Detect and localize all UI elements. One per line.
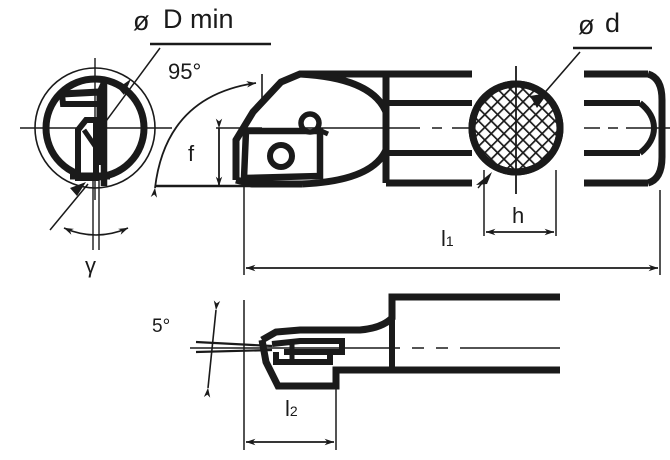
gamma-angle-label: γ (85, 253, 96, 278)
clamp-screw-circle (298, 111, 322, 135)
insert-tip-line (81, 128, 98, 148)
h-dimension-label: h (512, 203, 525, 228)
l2-letter: l (285, 396, 290, 421)
dmin-leader-line (97, 47, 161, 133)
angle-95-label: 95° (168, 59, 202, 84)
angle-5-label: 5° (152, 316, 171, 337)
gamma-angle-arc (63, 227, 129, 236)
clamp-screw-stem (317, 127, 330, 137)
front-end-view-group (20, 42, 271, 250)
insert-body-shape (75, 117, 99, 181)
l2-dimension-label: l2 (285, 398, 298, 420)
angle-5-dimension-line (203, 300, 221, 398)
topview-insert-lower-edge (273, 352, 333, 365)
gamma-leader-arrow (70, 182, 86, 196)
d-lower-arrow-tail (477, 180, 485, 189)
l2-dimension-group (243, 300, 337, 450)
topview-insert-top-edge (271, 338, 345, 355)
insert-edge-inner (59, 93, 100, 107)
topview-upper-contour (260, 293, 560, 344)
l1-dimension-label: l1 (441, 228, 454, 250)
cross-section-view-group (468, 46, 652, 236)
rear-end-view-group (584, 70, 670, 187)
l1-letter: l (441, 226, 446, 251)
d-min-diameter-symbol: ø (133, 6, 150, 36)
d-label: d (605, 8, 621, 38)
top-view-group (190, 293, 560, 398)
l1-subscript: 1 (445, 233, 454, 249)
side-view-group (232, 70, 472, 188)
angle-95-arc (150, 81, 257, 198)
d-leader-arrow (530, 93, 548, 108)
insert-center-hole (267, 142, 295, 170)
dmin-leader-arrow (118, 79, 131, 95)
head-bottom-contour (235, 176, 302, 188)
f-dimension-label: f (188, 141, 195, 166)
d-min-label: D min (163, 4, 234, 34)
l1-dimension-group (243, 180, 661, 275)
gamma-leader-line (49, 183, 89, 231)
l2-subscript: 2 (289, 403, 298, 419)
insert-flank-line (97, 81, 108, 186)
d-diameter-symbol: ø (578, 10, 595, 40)
